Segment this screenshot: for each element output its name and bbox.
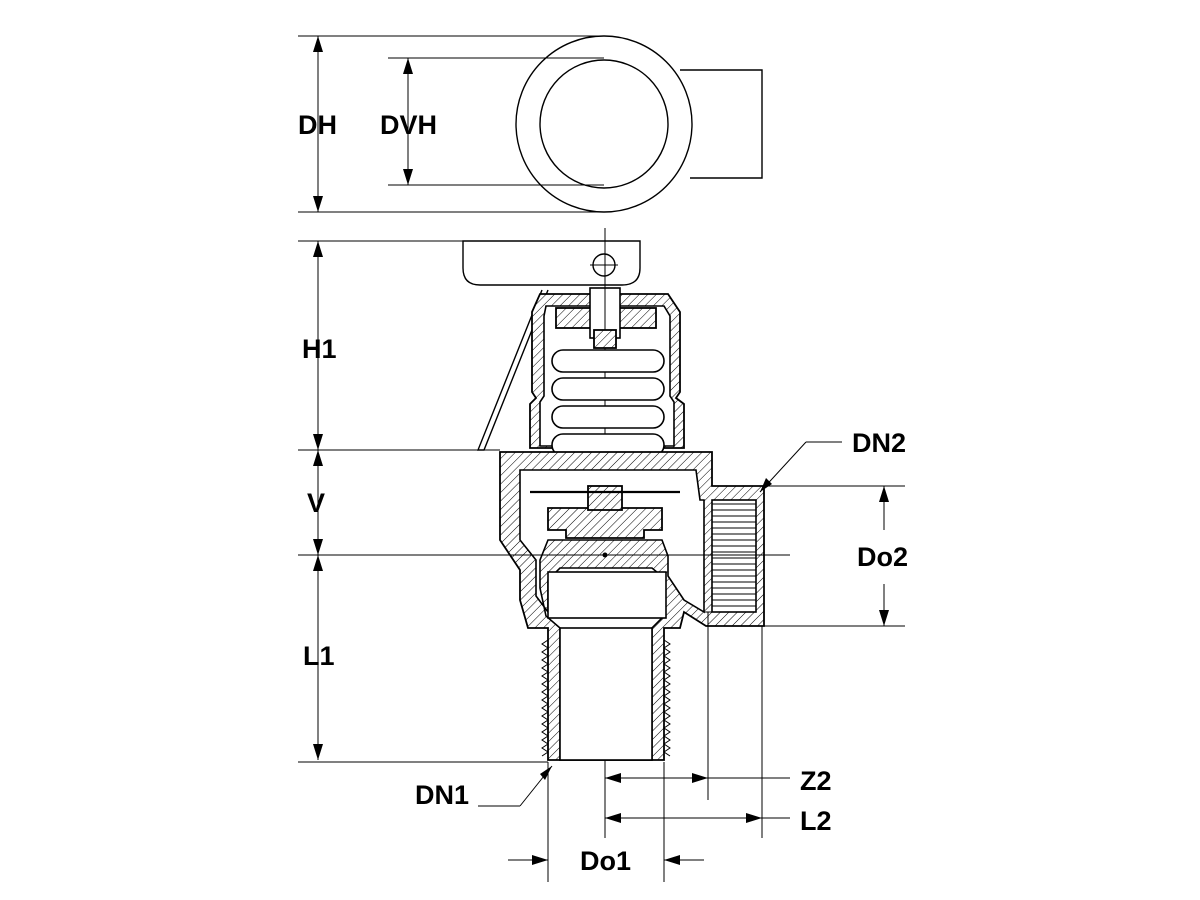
- inlet-thread: [541, 639, 671, 757]
- label-l2: L2: [800, 806, 832, 836]
- label-dn2: DN2: [852, 428, 906, 458]
- top-view: [298, 35, 763, 213]
- section-view: [298, 228, 765, 761]
- label-h1: H1: [302, 334, 337, 364]
- label-do2: Do2: [857, 542, 908, 572]
- outlet-thread: [711, 499, 757, 613]
- label-l1: L1: [303, 641, 335, 671]
- lever: [462, 240, 641, 286]
- label-v: V: [307, 488, 325, 518]
- label-dh: DH: [298, 110, 337, 140]
- dimension-labels: DH DVH H1 V L1 DN2 Do2 DN1 Z2 L2 Do1: [298, 110, 908, 876]
- label-dvh: DVH: [380, 110, 437, 140]
- handle-inner-circle: [539, 59, 669, 189]
- label-do1: Do1: [580, 846, 631, 876]
- label-dn1: DN1: [415, 780, 469, 810]
- handle-outer-circle: [515, 35, 693, 213]
- lever-top-outline: [680, 69, 763, 179]
- dimension-lines: [298, 36, 905, 882]
- label-z2: Z2: [800, 766, 832, 796]
